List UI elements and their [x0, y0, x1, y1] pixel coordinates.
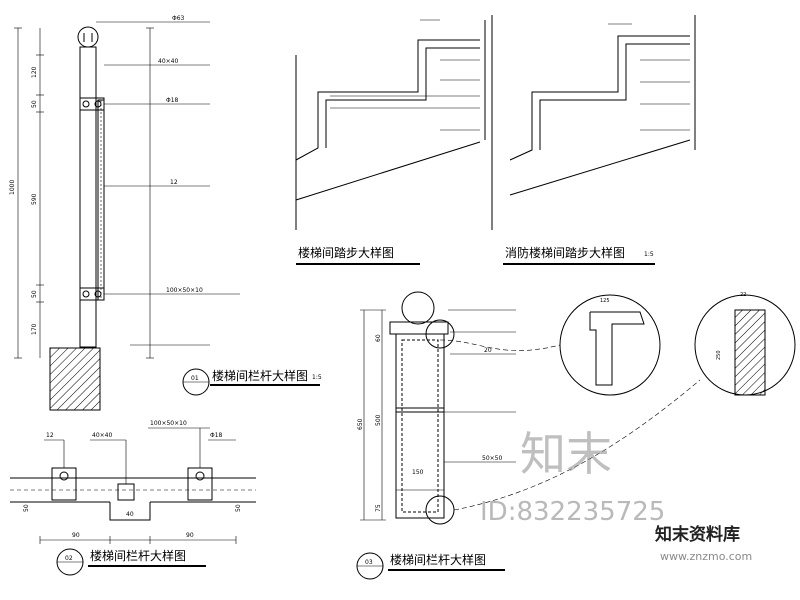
label-plan-flat-12: 12 — [46, 432, 54, 439]
scale-railing-elevation: 1:5 — [312, 374, 322, 381]
lower-bolt — [79, 287, 105, 301]
concrete-base — [49, 347, 101, 411]
section-top-circle — [401, 291, 435, 325]
plan-left-plate — [51, 467, 77, 501]
dim-plan-50a: 50 — [23, 504, 30, 512]
fire-stair-step-detail: 消防楼梯间踏步大样图 1:5 — [491, 15, 696, 265]
dim-elev-total: 1000 — [9, 180, 16, 195]
label-plan-bolt-18: Φ18 — [210, 432, 223, 439]
label-sec-50: 50×50 — [482, 455, 502, 462]
dim-plan-50b: 50 — [235, 504, 242, 512]
dim-sec-22: 22 — [740, 292, 746, 298]
handrail-pipe — [77, 26, 99, 48]
label-flat-12: 12 — [170, 179, 178, 186]
section-body — [395, 333, 445, 519]
dim-sec-250: 250 — [716, 350, 722, 360]
label-sec-20: 20 — [484, 347, 492, 354]
label-plan-plate-100: 100×50×10 — [150, 420, 187, 427]
dim-sec-75: 75 — [375, 504, 382, 512]
dim-elev-590: 590 — [31, 193, 38, 205]
title-railing-plan: 楼梯间栏杆大样图 — [90, 548, 186, 563]
dim-sec-150: 150 — [412, 469, 424, 476]
scale-fire-stair-step: 1:5 — [644, 251, 654, 258]
label-plan-square-40: 40×40 — [92, 432, 112, 439]
watermark: 知末 ID:832235725 知末资料库 www.znzmo.com — [480, 427, 752, 563]
label-bolt-18: Φ18 — [166, 97, 179, 104]
plan-square-bar — [117, 483, 135, 501]
label-pipe-top: Φ63 — [172, 15, 185, 22]
title-stair-step: 楼梯间踏步大样图 — [298, 245, 394, 260]
dim-elev-170: 170 — [31, 323, 38, 335]
dim-elev-50b: 50 — [31, 290, 38, 298]
dim-plan-90b: 90 — [186, 532, 194, 539]
railing-section-detail: 650 60 500 75 150 20 50×50 125 22 250 03… — [356, 291, 796, 580]
title-railing-elevation: 楼梯间栏杆大样图 — [212, 368, 308, 383]
watermark-site: 知末资料库 — [654, 524, 740, 545]
dim-sec-650: 650 — [357, 418, 364, 430]
dim-elev-50a: 50 — [31, 100, 38, 108]
detail-number-02: 02 — [65, 555, 73, 562]
watermark-url: www.znzmo.com — [660, 550, 752, 563]
dim-sec-125: 125 — [600, 298, 610, 304]
title-railing-section: 楼梯间栏杆大样图 — [390, 552, 486, 567]
label-square-40: 40×40 — [158, 58, 178, 65]
label-plate-100: 100×50×10 — [166, 287, 203, 294]
dim-elev-120: 120 — [31, 66, 38, 78]
railing-elevation-detail: 1000 120 50 590 50 170 — [9, 15, 322, 411]
dim-plan-40: 40 — [126, 511, 134, 518]
stair-step-detail: 楼梯间踏步大样图 — [295, 19, 486, 265]
detail-number-03: 03 — [365, 559, 373, 566]
enlarged-detail-left — [559, 294, 661, 396]
railing-plan-detail: 12 40×40 100×50×10 Φ18 90 40 90 50 50 02… — [10, 420, 256, 576]
detail-number-01: 01 — [191, 375, 199, 382]
watermark-id: ID:832235725 — [480, 497, 665, 527]
watermark-logo: 知末 — [520, 427, 612, 481]
dim-sec-60: 60 — [375, 334, 382, 342]
plan-right-plate — [187, 467, 213, 501]
railing-post — [79, 46, 97, 348]
title-fire-stair-step: 消防楼梯间踏步大样图 — [505, 245, 625, 260]
dim-sec-500: 500 — [375, 414, 382, 426]
dim-plan-90a: 90 — [72, 532, 80, 539]
